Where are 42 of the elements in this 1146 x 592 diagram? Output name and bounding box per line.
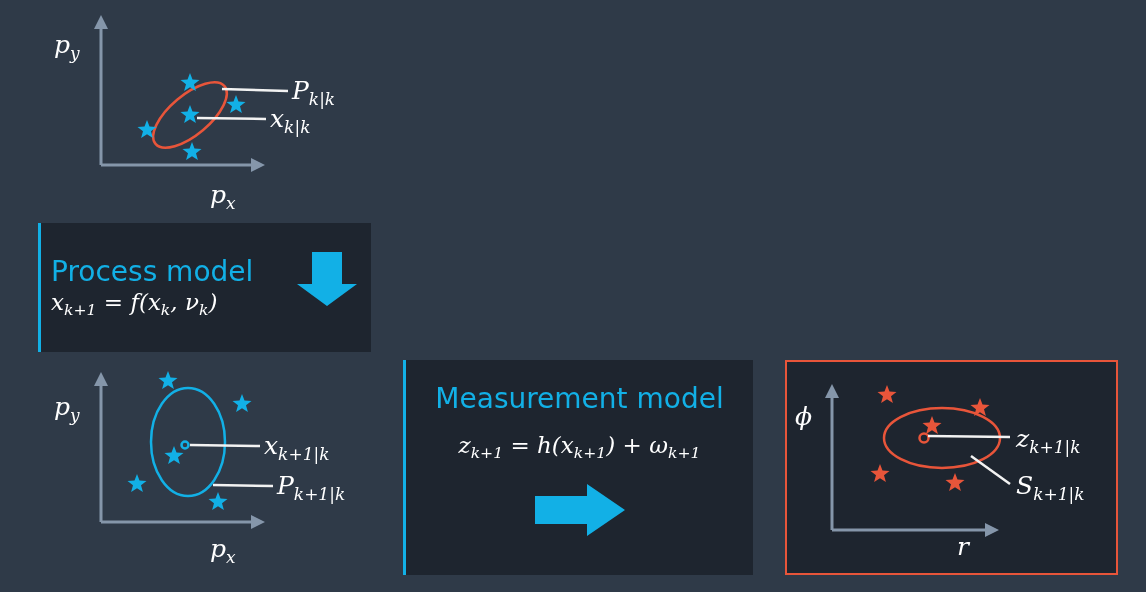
axis-label: r (957, 530, 969, 563)
covariance-ellipse (883, 407, 1001, 469)
axis-label: ϕ (795, 400, 813, 433)
leader-line (190, 443, 260, 448)
star-marker (208, 492, 228, 512)
model-title: Process model (51, 255, 254, 290)
math-label: P$_{k|k}$ (292, 74, 336, 110)
model-equation: x$_{k+1}$ = f(x$_{k}$, ν$_{k}$) (51, 289, 218, 320)
star-marker (164, 446, 184, 466)
math-label: P$_{k+1|k}$ (277, 469, 346, 505)
leader-line (970, 455, 1011, 485)
model-title: Measurement model (435, 382, 724, 416)
star-marker (945, 473, 965, 493)
star-marker (922, 416, 942, 436)
star-marker (137, 120, 157, 140)
star-marker (877, 385, 897, 405)
covariance-ellipse (150, 387, 226, 497)
star-marker (180, 105, 200, 125)
leader-line (221, 87, 289, 93)
math-label: z$_{k+1|k}$ (1016, 422, 1081, 458)
star-marker (158, 371, 178, 391)
math-label: S$_{k+1|k}$ (1016, 469, 1085, 505)
mean-point (180, 440, 190, 450)
math-label: x$_{k+1|k}$ (264, 429, 330, 465)
star-marker (182, 142, 202, 162)
axis-label: p$_{y}$ (54, 390, 80, 426)
model-card (38, 223, 371, 352)
axis-label: p$_{x}$ (210, 532, 236, 568)
star-marker (226, 95, 246, 115)
measurement-space-panel (785, 360, 1118, 575)
mean-point (918, 432, 930, 444)
star-marker (970, 398, 990, 418)
star-marker (180, 73, 200, 93)
covariance-ellipse (153, 82, 227, 148)
star-marker (232, 394, 252, 414)
axis-label: p$_{y}$ (54, 28, 80, 64)
model-card (403, 360, 753, 575)
leader-line (197, 116, 266, 121)
axis-label: p$_{x}$ (210, 178, 236, 214)
model-equation: z$_{k+1}$ = h(x$_{k+1}$) + ω$_{k+1}$ (458, 431, 701, 463)
star-marker (127, 474, 147, 494)
star-marker (870, 464, 890, 484)
